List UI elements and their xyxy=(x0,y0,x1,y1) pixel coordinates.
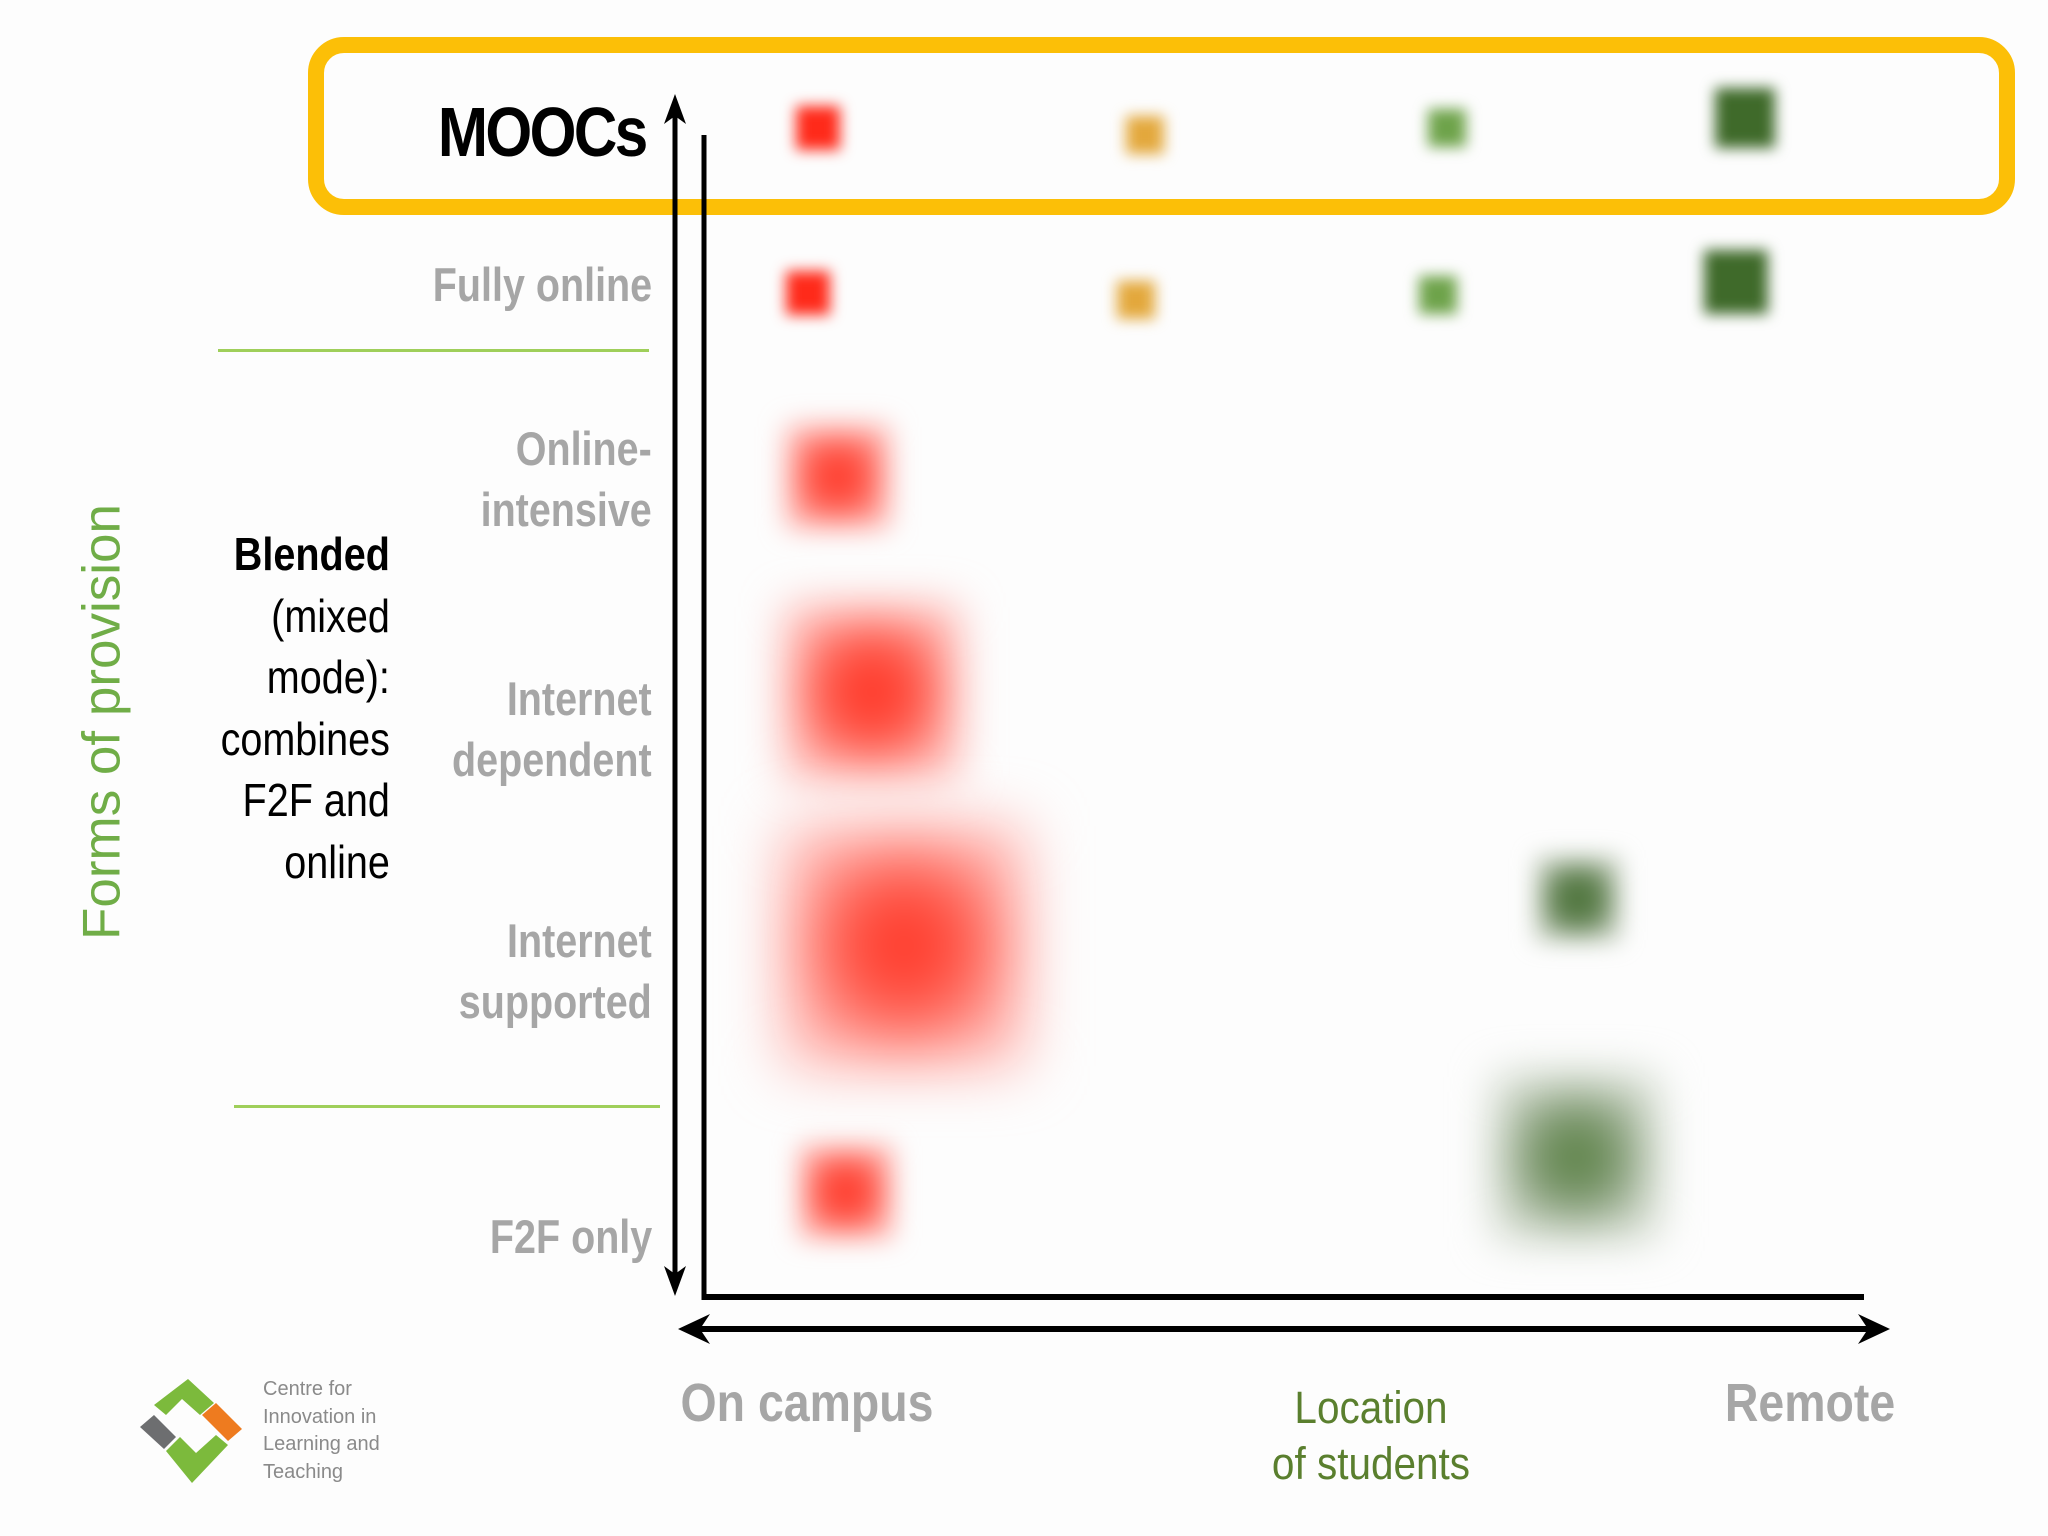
logo-line: Centre for xyxy=(263,1378,352,1400)
x-axis-title-line: Location xyxy=(1294,1382,1448,1433)
marker-internet-supported-on-campus xyxy=(784,826,1024,1066)
row-label-moocs: MOOCs xyxy=(438,93,648,171)
row-label-internet-dependent: Internet dependent xyxy=(452,668,652,790)
row-label-f2f-only: F2F only xyxy=(489,1210,652,1263)
arrow-right-icon xyxy=(1858,1314,1890,1344)
blended-line: (mixed xyxy=(271,589,390,642)
arrow-left-icon xyxy=(678,1314,710,1344)
row-label-fully-online: Fully online xyxy=(432,258,652,311)
x-axis-title: Location of students xyxy=(1272,1380,1470,1492)
marker-f2f-only-mid-remote xyxy=(1496,1077,1656,1237)
row-label-line: Online- xyxy=(516,422,652,475)
divider-bottom xyxy=(234,1105,660,1108)
marker-moocs-mid-campus xyxy=(1126,116,1164,154)
arrow-up-icon xyxy=(664,94,686,124)
marker-fully-online-remote xyxy=(1704,250,1768,314)
marker-moocs-on-campus xyxy=(796,106,840,150)
marker-f2f-only-on-campus xyxy=(800,1146,892,1238)
arrow-down-icon xyxy=(664,1266,686,1296)
blended-title: Blended xyxy=(233,528,390,580)
x-axis-title-line: of students xyxy=(1271,1438,1471,1489)
blended-line: online xyxy=(284,835,390,888)
divider-top xyxy=(218,349,649,352)
marker-internet-dependent-on-campus xyxy=(787,607,957,777)
x-axis-left-label: On campus xyxy=(680,1373,934,1433)
row-label-line: Internet xyxy=(507,672,652,725)
row-label-line: supported xyxy=(458,975,652,1028)
blended-line: F2F and xyxy=(242,774,390,826)
marker-fully-online-mid-remote xyxy=(1419,276,1457,314)
row-label-online-intensive: Online- intensive xyxy=(481,418,652,540)
logo-text: Centre for Innovation in Learning and Te… xyxy=(263,1376,380,1486)
row-label-internet-supported: Internet supported xyxy=(459,910,652,1032)
row-label-line: Internet xyxy=(507,914,652,967)
marker-internet-supported-mid-remote xyxy=(1537,858,1619,940)
logo-icon xyxy=(140,1379,242,1483)
blended-group-label: Blended (mixed mode): combines F2F and o… xyxy=(221,524,390,893)
blended-line: mode): xyxy=(266,651,390,703)
marker-moocs-mid-remote xyxy=(1428,109,1466,147)
logo-line: Innovation in xyxy=(263,1405,377,1428)
marker-fully-online-mid-campus xyxy=(1117,281,1155,319)
row-label-line: dependent xyxy=(452,733,652,786)
marker-moocs-remote xyxy=(1715,88,1775,148)
x-axis-right-label: Remote xyxy=(1724,1373,1896,1433)
marker-online-intensive-on-campus xyxy=(788,427,888,527)
moocs-highlight-box xyxy=(308,37,2015,215)
logo-line: Learning and xyxy=(263,1433,380,1455)
row-label-line: intensive xyxy=(480,483,652,536)
logo-line: Teaching xyxy=(263,1460,344,1483)
blended-line: combines xyxy=(220,712,390,765)
marker-fully-online-on-campus xyxy=(786,271,830,315)
